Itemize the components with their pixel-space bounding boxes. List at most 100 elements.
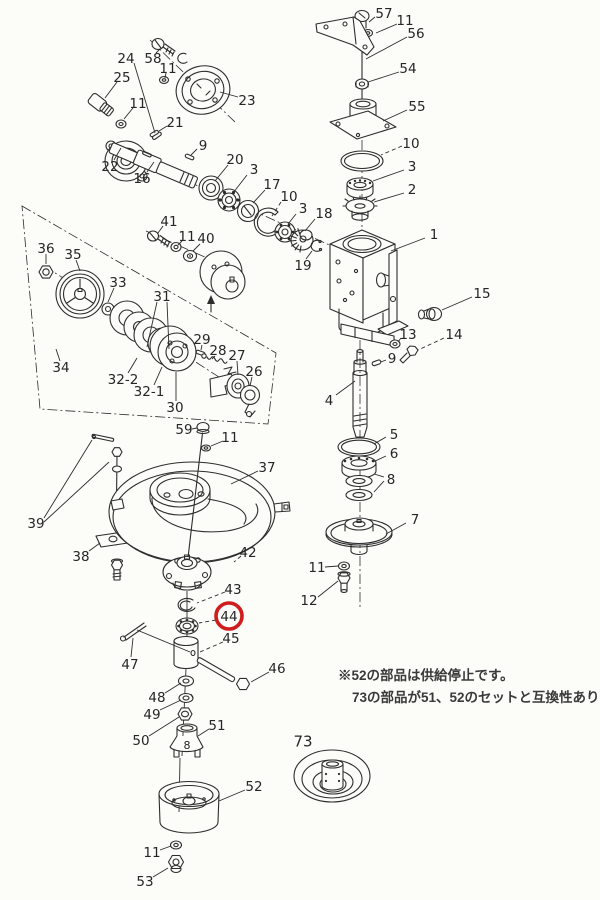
leader-line-11 <box>177 240 183 246</box>
leader-line-15 <box>441 296 473 311</box>
pin-9-icon <box>371 359 382 367</box>
leader-line-49 <box>159 699 182 711</box>
leader-line-24 <box>133 62 156 134</box>
pulley-7 <box>325 517 393 556</box>
leader-line-52 <box>218 789 246 802</box>
part-label-7: 7 <box>411 512 420 528</box>
leader-line-32-2 <box>127 357 138 374</box>
supply-note: ※52の部品は供給停止です。 73の部品が51、52のセットと互換性あり <box>338 667 600 705</box>
clutch-pack-30 <box>149 325 197 372</box>
drive-shaft-4 <box>352 349 368 438</box>
part-label-45: 45 <box>222 631 239 647</box>
leader-line-28 <box>211 355 216 360</box>
part-label-10: 10 <box>402 136 419 152</box>
leader-line-39 <box>43 439 93 519</box>
leader-line-34 <box>55 348 61 362</box>
part-label-13: 13 <box>399 327 416 343</box>
part-label-11: 11 <box>159 61 176 77</box>
v-pulley-35 <box>55 269 105 319</box>
part-label-37: 37 <box>258 460 275 476</box>
clutch-drum <box>199 250 246 300</box>
highlight-circle-part-44 <box>214 601 244 631</box>
leader-line-29 <box>200 344 203 351</box>
screw-41 <box>146 230 171 248</box>
leader-line-39 <box>43 461 110 523</box>
part-label-52: 52 <box>245 779 262 795</box>
drive-hub-42 <box>162 554 212 591</box>
leader-line-17 <box>252 189 266 204</box>
leader-line-40 <box>192 243 201 252</box>
part-label-40: 40 <box>197 231 214 247</box>
leader-line-42 <box>233 555 242 563</box>
variator-pulley-assembly <box>38 265 261 418</box>
leader-line-31 <box>166 301 170 350</box>
bushing-45 <box>173 635 199 670</box>
leader-line-23 <box>219 91 239 98</box>
part-label-26: 26 <box>245 364 262 380</box>
note-line-1: ※52の部品は供給停止です。 <box>338 667 514 683</box>
part-label-54: 54 <box>399 61 416 77</box>
leader-line-13 <box>397 337 402 343</box>
leader-line-43 <box>196 591 226 604</box>
part-label-49: 49 <box>143 707 160 723</box>
part-label-20: 20 <box>226 152 243 168</box>
part-label-44: 44 <box>220 609 237 625</box>
vertical-shaft-assembly <box>315 9 443 593</box>
part-label-11: 11 <box>221 430 238 446</box>
bolt-46 <box>196 657 251 691</box>
washer-40 <box>182 249 198 263</box>
leader-line-11 <box>210 440 224 447</box>
leader-line-8 <box>373 473 385 478</box>
bearing-44 <box>175 617 199 635</box>
leader-line-10 <box>380 145 403 156</box>
part-label-42: 42 <box>239 545 256 561</box>
leader-line-7 <box>385 522 407 535</box>
leader-line-37 <box>230 470 259 485</box>
key-21-icon <box>149 129 160 138</box>
bolt-58 <box>151 37 176 57</box>
leader-line-3 <box>287 213 297 225</box>
part-label-55: 55 <box>408 99 425 115</box>
gear-housing-1 <box>329 229 409 347</box>
clutch-screw-group <box>146 230 246 313</box>
washer-11-icon <box>169 840 183 850</box>
leader-line-53 <box>152 867 169 878</box>
part-label-56: 56 <box>407 26 424 42</box>
part-label-50: 50 <box>132 733 149 749</box>
set-boundary-34 <box>21 205 277 425</box>
o-ring-10 <box>340 150 384 172</box>
leader-line-19 <box>305 250 313 260</box>
leader-line-3 <box>372 169 405 182</box>
washer-48 <box>177 675 195 687</box>
key-9-icon <box>184 153 195 161</box>
leader-line-57 <box>368 16 376 23</box>
part-label-11: 11 <box>178 229 195 245</box>
assembly-direction-arrow <box>207 295 215 313</box>
spiral-blade-disc-37 <box>108 461 291 564</box>
bearing-3 <box>346 177 374 199</box>
part-label-11: 11 <box>396 13 413 29</box>
leader-line-4 <box>335 380 356 396</box>
leader-line-3 <box>232 174 248 194</box>
part-label-11: 11 <box>308 560 325 576</box>
brake-flange-23 <box>175 65 231 115</box>
washer-11-icon <box>337 561 351 571</box>
part-label-25: 25 <box>113 70 130 86</box>
nut-36 <box>38 265 54 279</box>
cotter-pin-47 <box>119 622 191 653</box>
c-clip-19 <box>310 239 323 252</box>
leader-line-11 <box>159 845 172 851</box>
ball-bearing-3 <box>217 188 241 212</box>
part-label-5: 5 <box>390 427 399 443</box>
part-label-35: 35 <box>64 247 81 263</box>
part-label-23: 23 <box>238 93 255 109</box>
bolt-14 <box>399 345 419 364</box>
leader-line-20 <box>214 164 229 182</box>
leader-line-41 <box>157 225 164 234</box>
bearing-6 <box>341 455 377 479</box>
leader-line-46 <box>250 671 270 683</box>
part-label-15: 15 <box>473 286 490 302</box>
gear-2 <box>342 195 378 221</box>
part-label-19: 19 <box>294 258 311 274</box>
